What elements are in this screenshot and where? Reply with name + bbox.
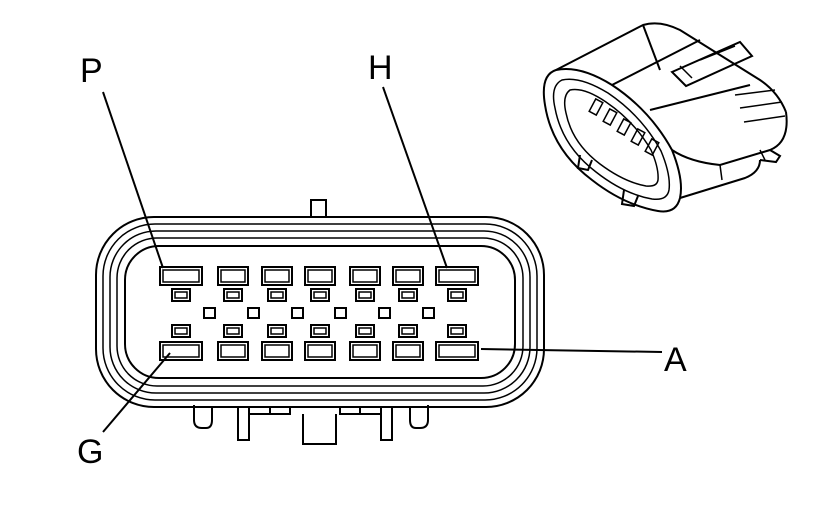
terminal-top-inner <box>220 269 246 283</box>
latch-bottom-inner <box>313 327 327 335</box>
terminal-bottom <box>217 341 249 361</box>
terminal-bottom-inner <box>438 344 476 358</box>
terminal-bottom-inner <box>162 344 200 358</box>
pin-label-g: G <box>77 433 103 471</box>
terminal-bottom-inner <box>307 344 333 358</box>
latch-bottom-inner <box>401 327 415 335</box>
terminal-top <box>392 266 424 286</box>
terminal-bottom <box>392 341 424 361</box>
latch-bottom-inner <box>174 327 188 335</box>
latch-bottom-inner <box>450 327 464 335</box>
pin-label-h: H <box>368 49 393 87</box>
center-pin <box>422 307 435 319</box>
center-pin <box>334 307 347 319</box>
latch-bottom-inner <box>226 327 240 335</box>
terminal-bottom <box>304 341 336 361</box>
terminal-bottom-inner <box>220 344 246 358</box>
latch-bottom-inner <box>358 327 372 335</box>
leader-line-h <box>382 86 448 269</box>
connector-shell <box>95 216 545 408</box>
terminal-top <box>435 266 479 286</box>
latch-bottom-inner <box>270 327 284 335</box>
leader-line-g <box>102 352 171 433</box>
terminal-top-inner <box>438 269 476 283</box>
locking-tab <box>310 199 327 218</box>
terminal-top <box>304 266 336 286</box>
terminal-top <box>261 266 293 286</box>
connector-face <box>95 199 545 445</box>
terminal-bottom <box>435 341 479 361</box>
latch-top-inner <box>226 291 240 299</box>
terminal-bottom <box>159 341 203 361</box>
connector-isometric-view <box>542 22 788 213</box>
pin-label-a: A <box>664 341 687 379</box>
terminal-bottom-inner <box>264 344 290 358</box>
terminal-bottom <box>349 341 381 361</box>
terminal-bottom-inner <box>395 344 421 358</box>
bottom-mounting-features <box>193 405 429 445</box>
center-pin <box>378 307 391 319</box>
terminal-top-inner <box>395 269 421 283</box>
latch-top-inner <box>450 291 464 299</box>
terminal-top <box>349 266 381 286</box>
terminal-top-inner <box>162 269 200 283</box>
terminal-bottom <box>261 341 293 361</box>
center-pin <box>291 307 304 319</box>
terminal-bottom-inner <box>352 344 378 358</box>
leader-line-p <box>102 91 164 269</box>
latch-top-inner <box>270 291 284 299</box>
terminal-top <box>217 266 249 286</box>
center-pin <box>203 307 216 319</box>
latch-top-inner <box>174 291 188 299</box>
terminal-top <box>159 266 203 286</box>
latch-top-inner <box>401 291 415 299</box>
terminal-top-inner <box>264 269 290 283</box>
terminal-top-inner <box>352 269 378 283</box>
latch-top-inner <box>358 291 372 299</box>
pin-label-p: P <box>80 52 103 90</box>
leader-line-a <box>480 348 663 353</box>
leader-lines <box>102 86 663 433</box>
center-pin <box>247 307 260 319</box>
latch-top-inner <box>313 291 327 299</box>
terminal-top-inner <box>307 269 333 283</box>
terminal-cavities <box>159 266 479 361</box>
